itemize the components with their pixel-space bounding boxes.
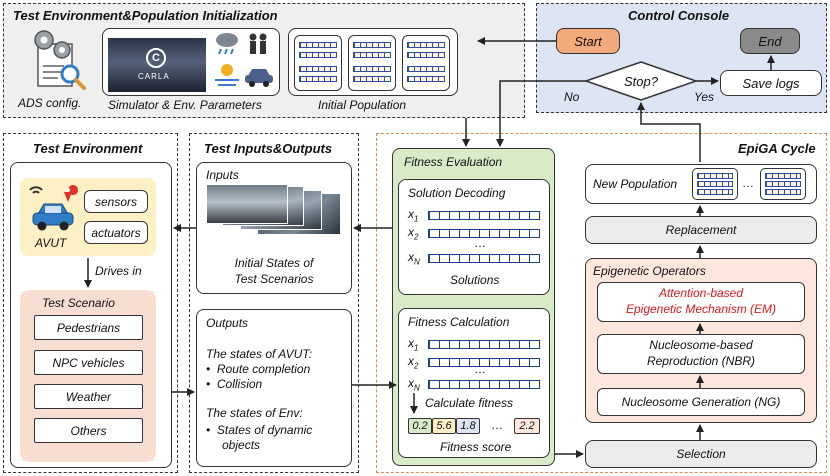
carla-logo-icon: C [146, 48, 166, 68]
new-population-ellipsis: … [742, 176, 754, 190]
car-icon [24, 184, 80, 234]
actuators-box: actuators [84, 221, 148, 244]
avut-states-label: The states of AVUT: [206, 347, 313, 361]
calc-bar [428, 340, 540, 349]
calc-title: Fitness Calculation [408, 315, 510, 329]
simulator-label: Simulator & Env. Parameters [108, 98, 262, 112]
solution-bar [428, 229, 540, 238]
fitness-score-cell: 1.8 [456, 418, 480, 434]
env-states-label: The states of Env: [206, 406, 303, 420]
solution-var: x1 [408, 207, 419, 224]
em-box [597, 282, 805, 322]
solution-var: xN [408, 250, 420, 267]
population-individual [348, 35, 396, 91]
nbr-line-1: Nucleosome-based [649, 338, 753, 352]
solution-var: x2 [408, 225, 419, 242]
solutions-label: Solutions [450, 273, 500, 287]
fitness-score-cell: 5.6 [432, 418, 456, 434]
start-button[interactable]: Start [556, 28, 620, 54]
test-env-title: Test Environment [33, 141, 143, 156]
operators-title: Epigenetic Operators [593, 264, 706, 278]
fitness-score-cell: 2.2 [514, 418, 540, 434]
scenario-title: Test Scenario [42, 296, 115, 310]
new-population-individual [692, 168, 738, 200]
scenario-item: NPC vehicles [34, 350, 143, 375]
calc-bar [428, 358, 540, 367]
epiga-panel [376, 133, 827, 473]
outputs-box [196, 309, 352, 467]
population-label: Initial Population [318, 98, 407, 112]
end-button[interactable]: End [740, 28, 800, 54]
test-environment-panel [3, 133, 178, 473]
stop-question: Stop? [624, 73, 658, 89]
calc-var: xN [408, 376, 420, 393]
console-title: Control Console [628, 8, 730, 23]
scenario-frames-image [206, 184, 342, 238]
calculate-fitness-label: Calculate fitness [425, 396, 514, 410]
yes-label: Yes [694, 90, 715, 104]
calc-var: x1 [408, 336, 419, 353]
inputs-caption-1: Initial States of [234, 256, 314, 270]
calc-ellipsis: … [474, 362, 486, 376]
drives-in-label: Drives in [95, 264, 142, 278]
carla-image: C CARLA [108, 38, 206, 92]
population-individual [294, 35, 342, 91]
avut-state-item: • Route completion [206, 362, 311, 376]
init-title: Test Environment&Population Initializati… [13, 8, 278, 23]
em-line-2: Epigenetic Mechanism (EM) [625, 302, 777, 316]
weather-people-icons [210, 30, 276, 90]
solution-bar [428, 211, 540, 220]
epiga-title: EpiGA Cycle [738, 141, 816, 156]
no-label: No [564, 90, 580, 104]
env-state-item-cont: objects [222, 438, 261, 452]
gear-config-icon [26, 26, 90, 92]
ng-box: Nucleosome Generation (NG) [597, 388, 805, 416]
outputs-title: Outputs [206, 316, 249, 330]
env-state-item: • States of dynamic [206, 423, 313, 437]
new-population-label: New Population [593, 177, 678, 191]
stop-decision-diamond [584, 61, 698, 101]
inputs-caption-2: Test Scenarios [234, 272, 314, 286]
solution-bar [428, 254, 540, 263]
avut-label: AVUT [35, 236, 67, 250]
selection-box: Selection [585, 440, 817, 468]
carla-logo-text: CARLA [138, 72, 170, 81]
scenario-item: Weather [34, 384, 143, 409]
nbr-line-2: Reproduction (NBR) [646, 354, 756, 368]
calc-var: x2 [408, 354, 419, 371]
solution-ellipsis: … [474, 236, 486, 250]
scenario-item: Others [34, 418, 143, 443]
test-io-panel [189, 133, 359, 473]
decoding-title: Solution Decoding [408, 186, 506, 200]
nbr-box [597, 334, 805, 374]
em-line-1: Attention-based [658, 286, 744, 300]
fitness-score-label: Fitness score [440, 440, 512, 454]
calc-bar [428, 380, 540, 389]
test-io-title: Test Inputs&Outputs [204, 141, 333, 156]
population-individual [402, 35, 450, 91]
replacement-box: Replacement [585, 216, 817, 244]
inputs-title: Inputs [206, 168, 239, 182]
avut-state-item: • Collision [206, 377, 263, 391]
save-logs-box: Save logs [720, 70, 822, 96]
sensors-box: sensors [84, 190, 148, 213]
scenario-item: Pedestrians [34, 315, 143, 340]
score-ellipsis: … [491, 418, 503, 432]
ads-config-label: ADS config. [18, 96, 82, 110]
new-population-individual [760, 168, 806, 200]
fitness-title: Fitness Evaluation [404, 155, 503, 169]
fitness-score-cell: 0.2 [408, 418, 432, 434]
